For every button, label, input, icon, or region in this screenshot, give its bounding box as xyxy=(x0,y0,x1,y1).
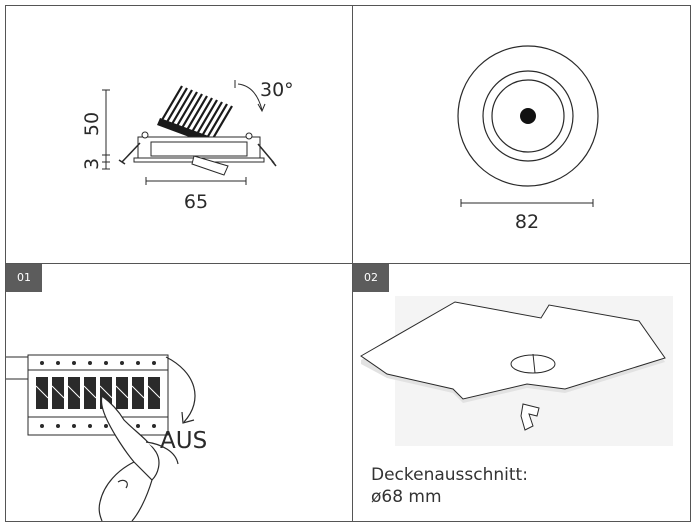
fuse-box-illustration: AUS xyxy=(6,354,207,521)
dim-width: 65 xyxy=(184,191,208,213)
circuit-breaker-panel xyxy=(27,354,169,436)
downlight-housing xyxy=(133,131,265,176)
cutout-caption-size: ø68 mm xyxy=(371,487,442,507)
cutout-caption-title: Deckenausschnitt: xyxy=(371,465,528,485)
ceiling-cutout-illustration xyxy=(360,296,673,446)
cutout-caption: Deckenausschnitt: ø68 mm xyxy=(371,464,528,508)
dim-height-total: 50 xyxy=(81,112,103,136)
spring-clips xyxy=(118,142,277,167)
led-lens-dot xyxy=(520,108,536,124)
din-rail-stub xyxy=(6,356,29,380)
width-dimension xyxy=(145,177,247,185)
dim-diameter: 82 xyxy=(515,211,539,233)
height-dimension xyxy=(102,89,110,170)
hand-illustration xyxy=(100,394,179,481)
front-view-drawing: 82 xyxy=(457,45,599,233)
switch-off-label: AUS xyxy=(160,428,207,454)
tilt-angle-label: 30° xyxy=(260,79,294,101)
step-01-badge: 01 xyxy=(6,264,42,292)
switch-off-arrow xyxy=(165,356,196,424)
hole-saw-tool xyxy=(520,403,540,431)
arm-illustration xyxy=(98,461,153,521)
dim-height-trim: 3 xyxy=(81,158,103,170)
ceiling-plate xyxy=(360,301,666,400)
tilt-angle-indicator xyxy=(234,80,266,113)
diameter-dimension xyxy=(460,199,594,207)
cutout-marker xyxy=(532,353,536,374)
side-view-drawing: 50 3 xyxy=(81,79,294,213)
step-02-badge: 02 xyxy=(353,264,389,292)
front-view-rings xyxy=(457,45,599,187)
heatsink-fins xyxy=(161,85,233,141)
grid-divider-horizontal xyxy=(5,263,691,264)
breaker-switch-hatching xyxy=(35,385,161,399)
